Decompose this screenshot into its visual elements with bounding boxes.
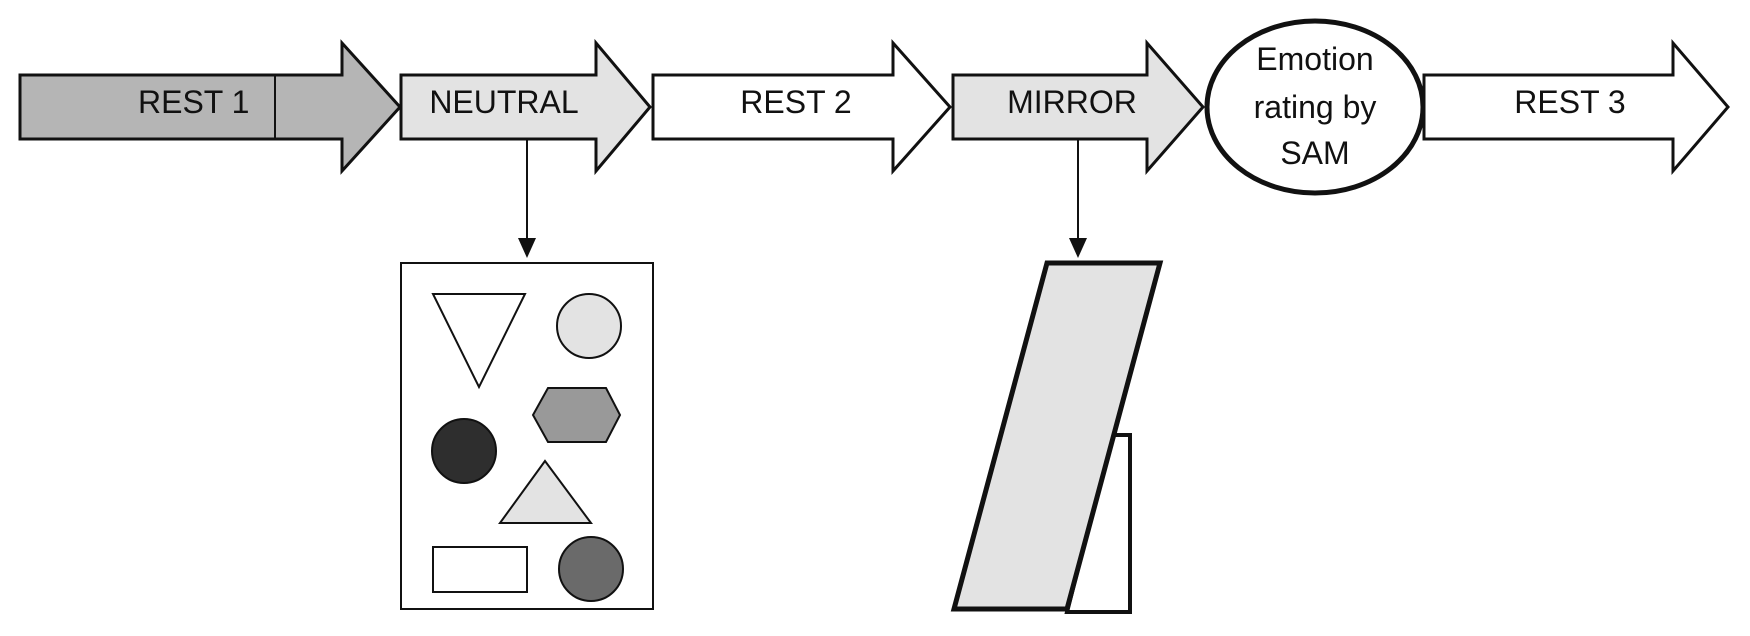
phase-label-mirror: MIRROR xyxy=(1007,84,1137,120)
triangle-down-shape xyxy=(431,293,527,390)
circle-shape-light xyxy=(556,293,622,359)
phase-label-rest1: REST 1 xyxy=(138,84,249,120)
hexagon-shape xyxy=(531,387,622,443)
neutral-shapes-card xyxy=(400,262,654,610)
mirror-connector-arrow xyxy=(1069,139,1087,258)
phase-arrow-rest1: REST 1 xyxy=(18,39,403,175)
circle-shape-medium xyxy=(558,536,624,602)
triangle-up-shape xyxy=(498,459,593,524)
rating-line-3: SAM xyxy=(1280,135,1349,171)
phase-arrow-neutral: NEUTRAL xyxy=(399,38,652,176)
phase-arrow-rest3: REST 3 xyxy=(1422,38,1730,176)
mirror-object xyxy=(950,260,1164,614)
phase-arrow-mirror: MIRROR xyxy=(951,39,1205,175)
rating-line-1: Emotion xyxy=(1256,41,1373,77)
neutral-connector-arrow xyxy=(518,139,536,258)
rating-line-2: rating by xyxy=(1254,89,1377,125)
phase-label-rest3: REST 3 xyxy=(1514,84,1625,120)
circle-shape-dark xyxy=(431,418,497,484)
phase-label-rest2: REST 2 xyxy=(740,84,851,120)
phase-arrow-rest2: REST 2 xyxy=(651,39,953,175)
rectangle-shape xyxy=(432,546,528,593)
phase-label-neutral: NEUTRAL xyxy=(429,84,578,120)
emotion-rating-ellipse: Emotion rating by SAM xyxy=(1204,18,1426,196)
